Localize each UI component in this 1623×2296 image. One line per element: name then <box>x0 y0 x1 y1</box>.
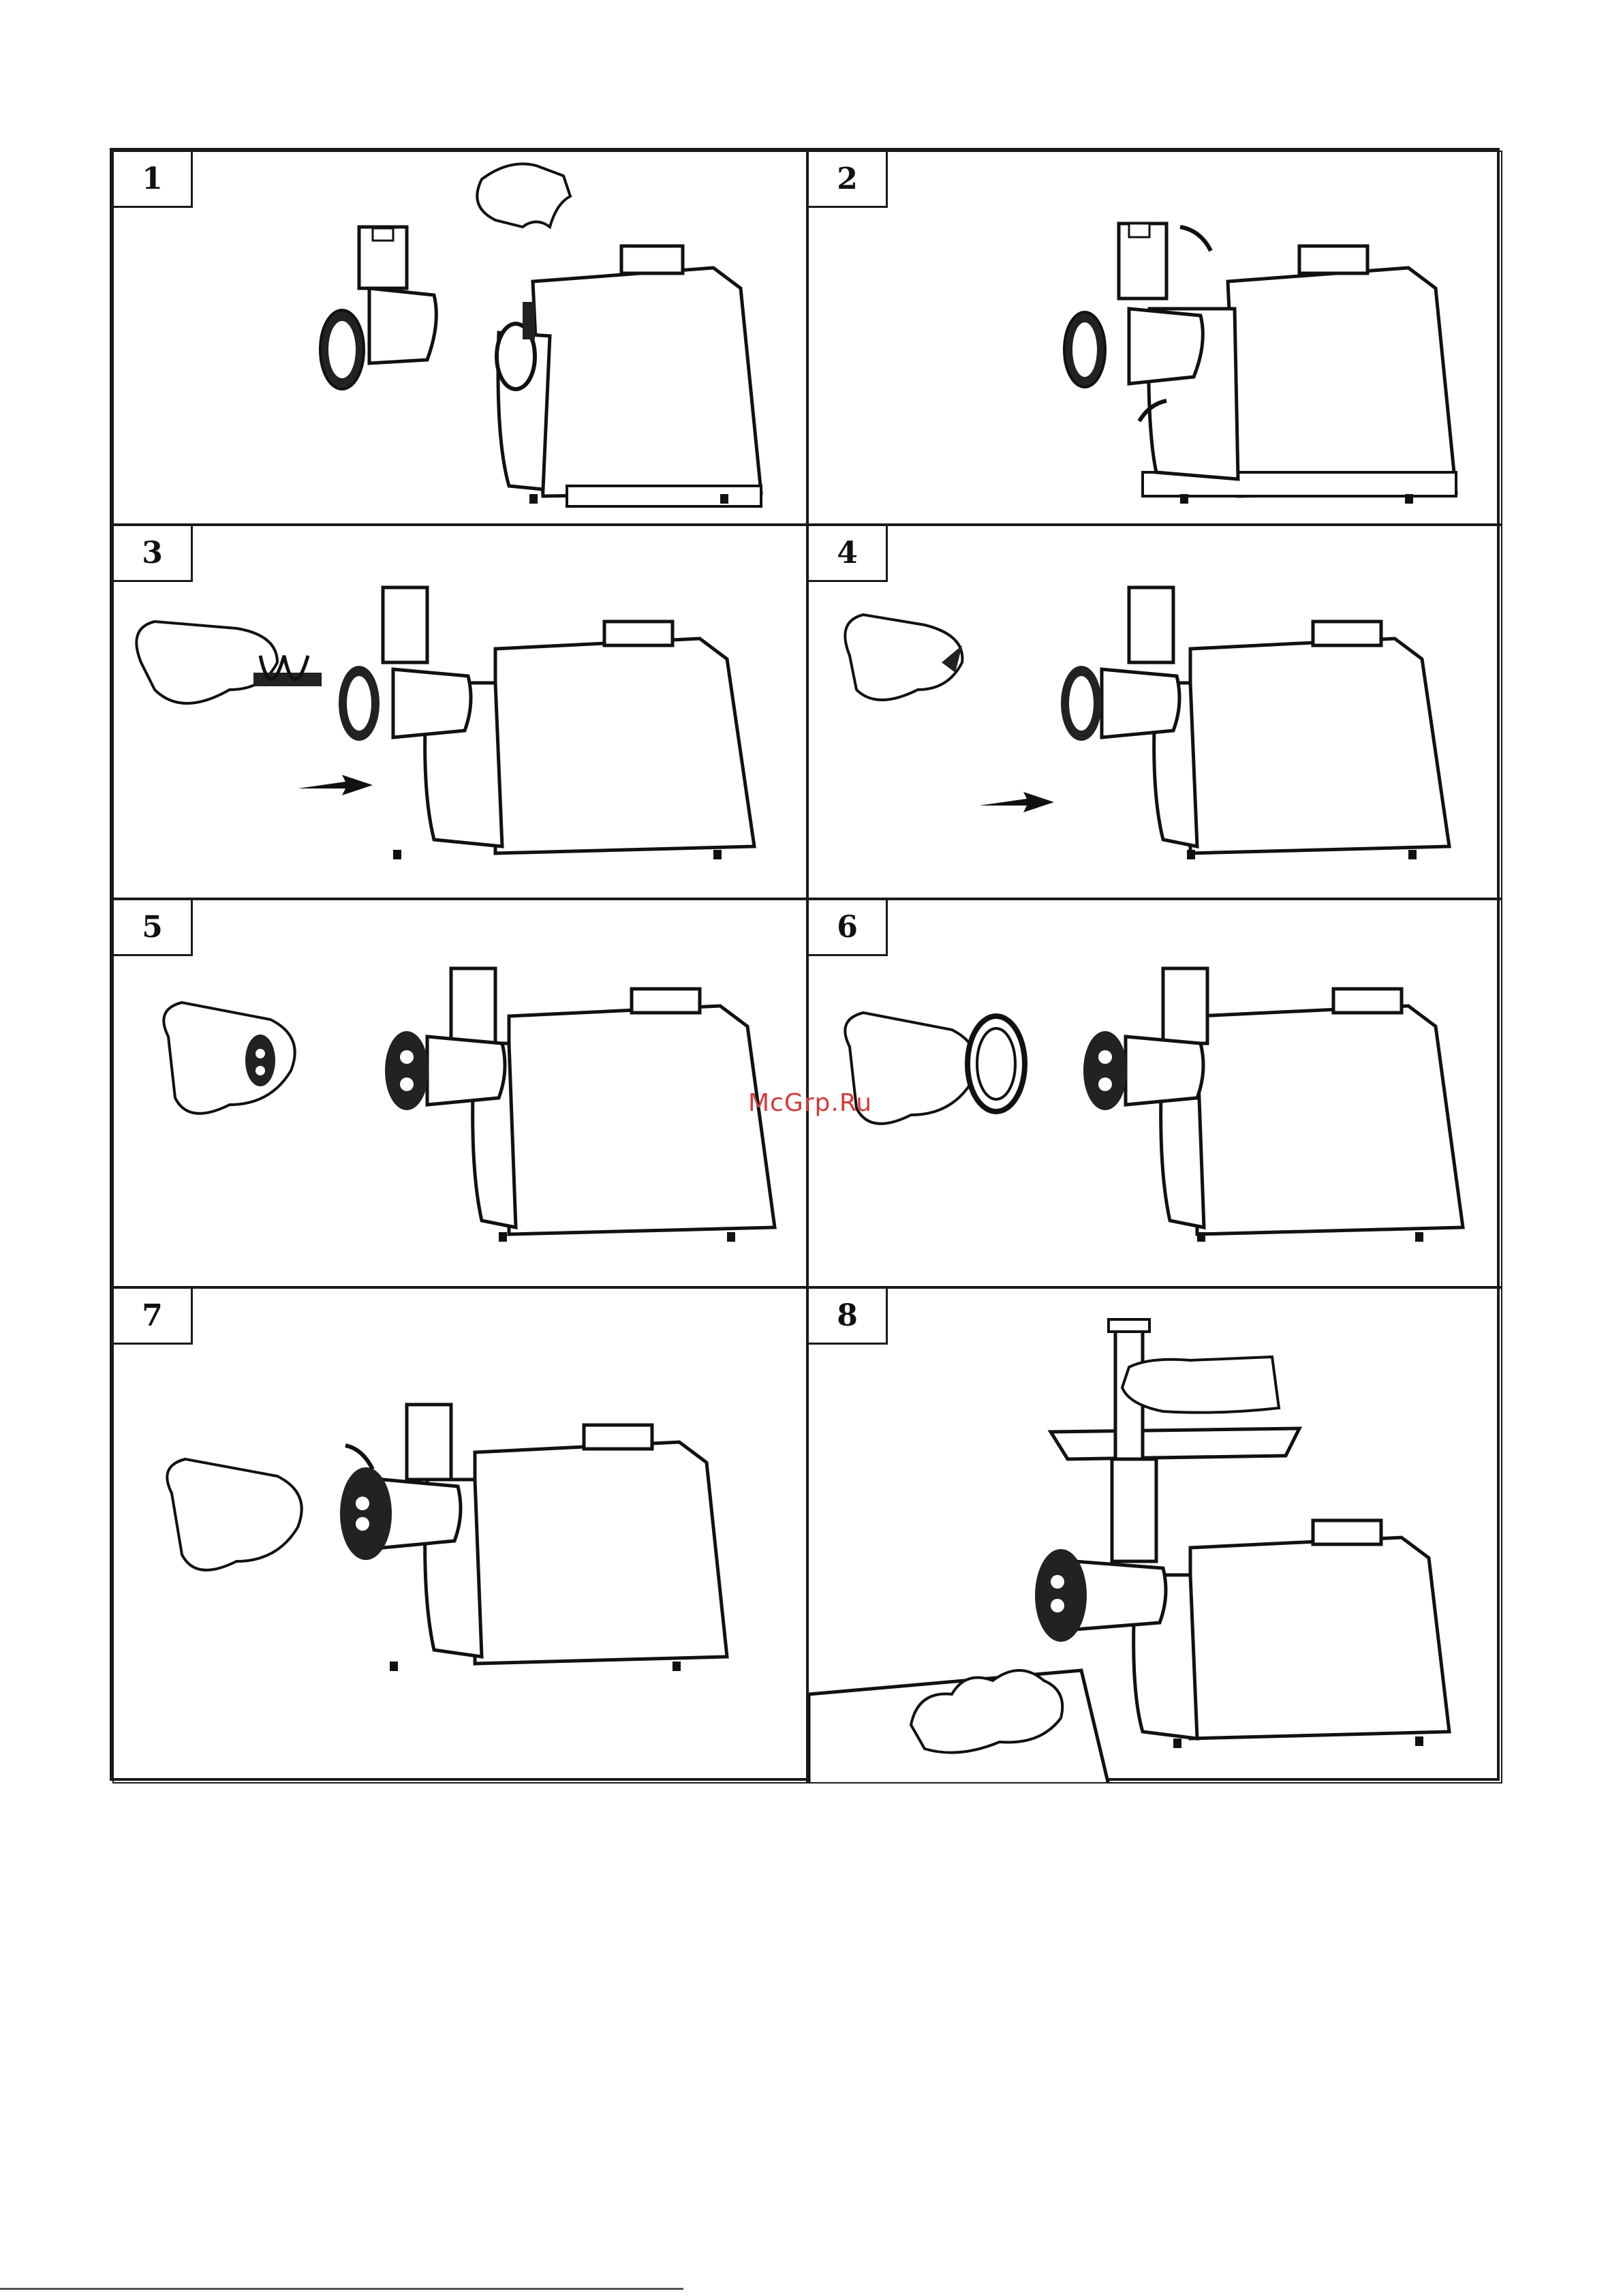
panel-5: 5 <box>112 899 807 1287</box>
panel-2: 2 <box>807 151 1502 525</box>
panel-7: 7 <box>112 1287 807 1784</box>
step-illustration <box>809 900 1502 1287</box>
step-illustration <box>114 1289 807 1784</box>
footer-line <box>0 2288 683 2290</box>
step-illustration <box>809 526 1502 899</box>
watermark: McGrp.Ru <box>748 1089 872 1117</box>
panel-6: 6 <box>807 899 1502 1287</box>
panel-4: 4 <box>807 525 1502 899</box>
step-illustration <box>809 152 1502 525</box>
step-illustration <box>114 526 807 899</box>
instruction-grid: 1 2 <box>110 148 1500 1781</box>
panel-3: 3 <box>112 525 807 899</box>
panel-1: 1 <box>112 151 807 525</box>
step-illustration <box>114 152 807 525</box>
panel-8: 8 <box>807 1287 1502 1784</box>
step-illustration <box>809 1289 1502 1784</box>
step-illustration <box>114 900 807 1287</box>
